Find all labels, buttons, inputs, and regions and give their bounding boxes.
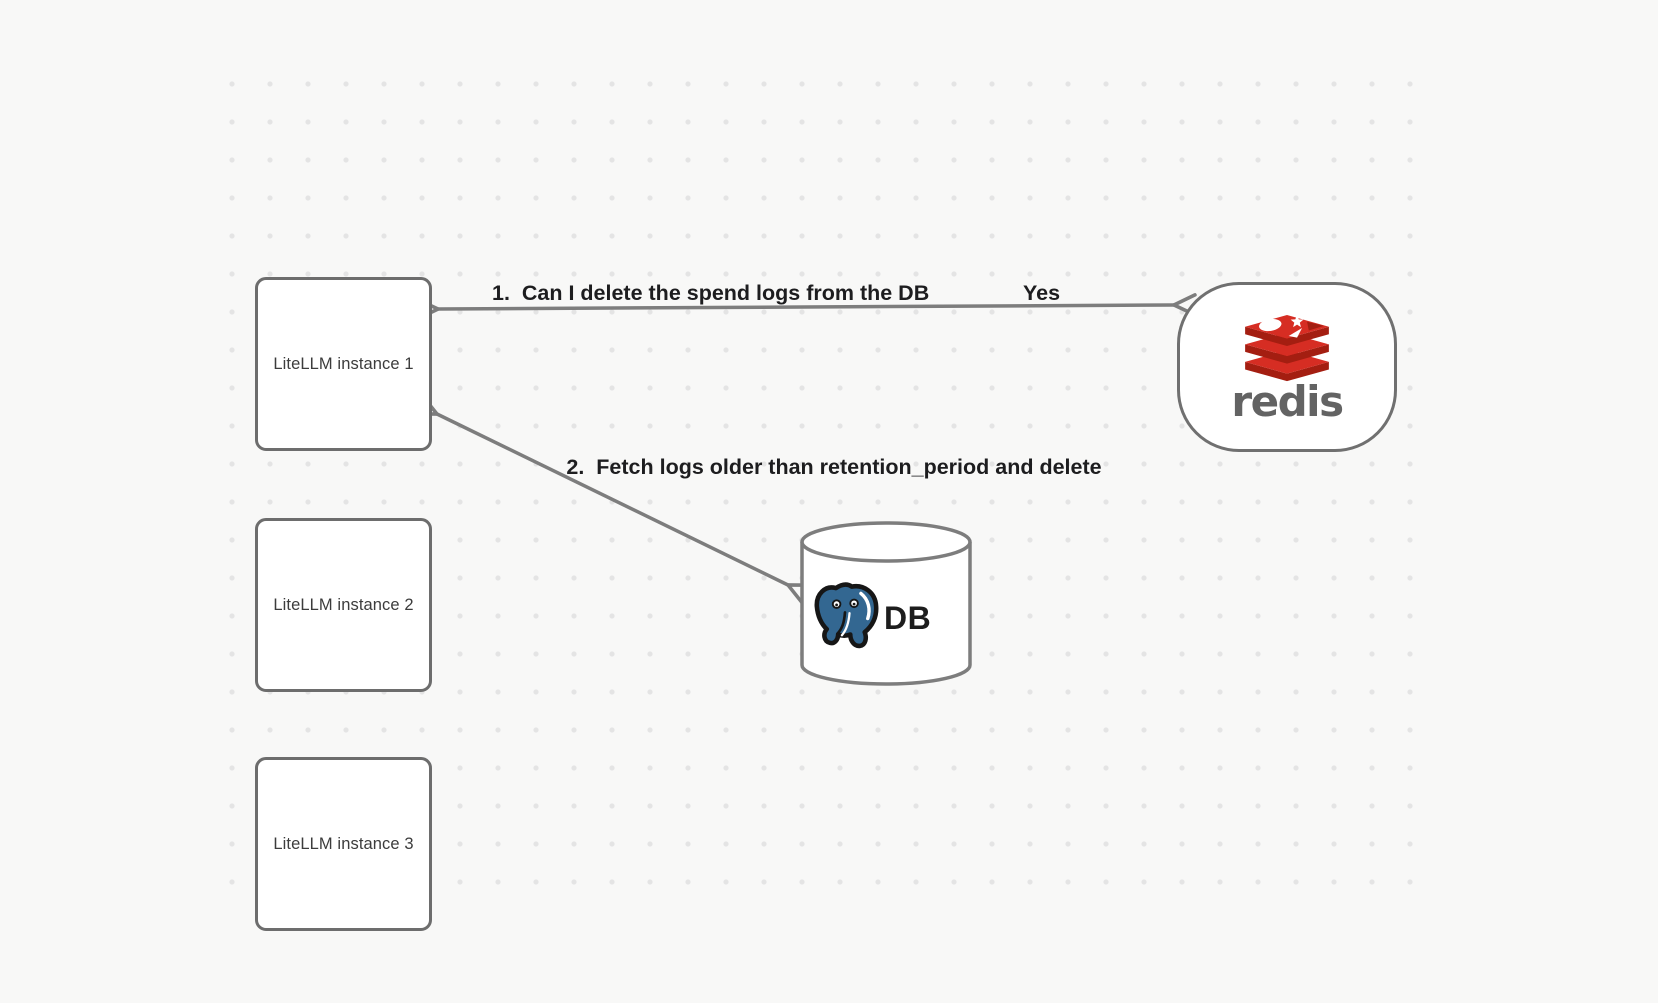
node-label: LiteLLM instance 3 xyxy=(273,834,414,853)
node-litellm-instance-1: LiteLLM instance 1 xyxy=(255,277,432,451)
postgresql-elephant-icon xyxy=(814,582,879,649)
node-redis: redis xyxy=(1177,282,1397,452)
edge2-label: 2. Fetch logs older than retention_perio… xyxy=(566,455,1102,479)
redis-wordmark: redis xyxy=(1231,376,1344,426)
redis-cube-icon xyxy=(1245,314,1329,381)
edge1-label: 1. Can I delete the spend logs from the … xyxy=(492,281,930,305)
edge1-reply-label: Yes xyxy=(1023,281,1061,305)
node-litellm-instance-3: LiteLLM instance 3 xyxy=(255,757,432,931)
node-label: LiteLLM instance 2 xyxy=(273,595,414,614)
node-litellm-instance-2: LiteLLM instance 2 xyxy=(255,518,432,692)
node-label: LiteLLM instance 1 xyxy=(273,354,414,373)
db-cylinder xyxy=(800,521,972,686)
db-node-label: DB xyxy=(884,600,932,636)
